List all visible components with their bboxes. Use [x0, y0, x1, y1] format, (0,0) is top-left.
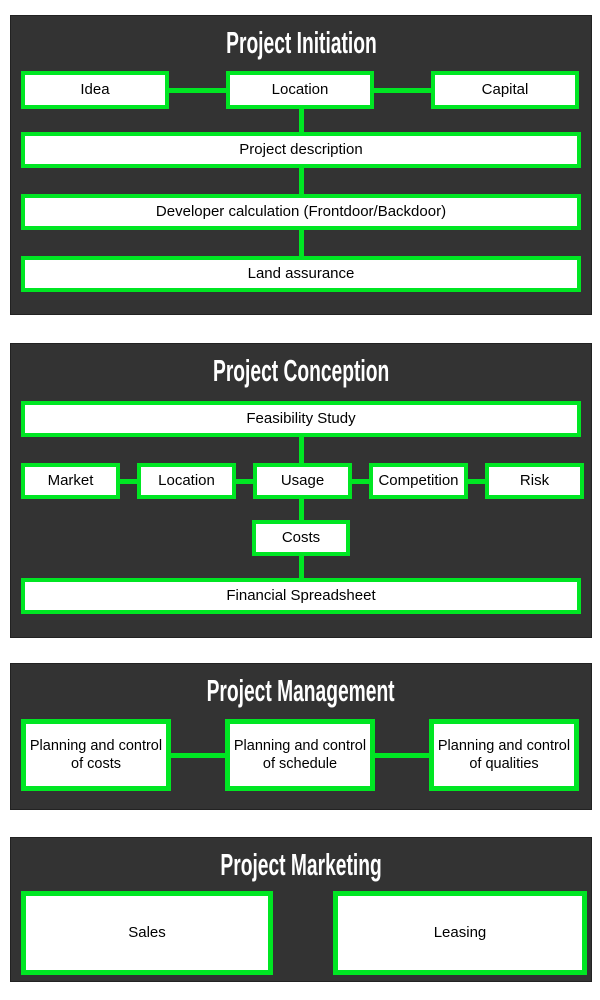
section-title-text: Project Initiation: [225, 25, 377, 60]
node-usage: Usage: [253, 463, 352, 499]
node-location-criteria: Location: [137, 463, 236, 499]
node-planning-costs: Planning and control of costs: [21, 719, 171, 791]
node-feasibility-study: Feasibility Study: [21, 401, 581, 437]
node-location: Location: [226, 71, 374, 109]
node-planning-qualities: Planning and control of qualities: [429, 719, 579, 791]
section-title-text: Project Management: [206, 673, 395, 708]
top-row: Idea Location Capital: [21, 71, 579, 109]
connector-horizontal: [374, 87, 431, 93]
connector-horizontal: [120, 478, 137, 484]
connector-horizontal: [171, 752, 225, 758]
connector-vertical: [298, 437, 304, 578]
section-project-marketing: Project Marketing Sales Leasing: [10, 837, 592, 982]
node-land-assurance: Land assurance: [21, 256, 581, 292]
node-developer-calculation: Developer calculation (Frontdoor/Backdoo…: [21, 194, 581, 230]
connector-horizontal: [236, 478, 253, 484]
node-costs: Costs: [252, 520, 350, 556]
connector-horizontal: [169, 87, 226, 93]
section-title: Project Initiation: [11, 25, 591, 60]
criteria-row: Market Location Usage Competition Risk: [21, 463, 584, 499]
node-competition: Competition: [369, 463, 468, 499]
section-project-management: Project Management Planning and control …: [10, 663, 592, 810]
node-sales: Sales: [21, 891, 273, 975]
connector-vertical: [298, 109, 304, 259]
node-project-description: Project description: [21, 132, 581, 168]
section-project-initiation: Project Initiation Idea Location Capital…: [10, 15, 592, 315]
node-risk: Risk: [485, 463, 584, 499]
section-title-text: Project Conception: [212, 353, 390, 388]
node-idea: Idea: [21, 71, 169, 109]
section-project-conception: Project Conception Feasibility Study Mar…: [10, 343, 592, 638]
node-financial-spreadsheet: Financial Spreadsheet: [21, 578, 581, 614]
section-title: Project Management: [11, 673, 591, 708]
node-capital: Capital: [431, 71, 579, 109]
connector-horizontal: [352, 478, 369, 484]
node-leasing: Leasing: [333, 891, 587, 975]
section-title: Project Marketing: [11, 847, 591, 882]
node-market: Market: [21, 463, 120, 499]
management-row: Planning and control of costs Planning a…: [21, 719, 579, 791]
marketing-row: Sales Leasing: [21, 891, 587, 975]
connector-horizontal: [468, 478, 485, 484]
node-planning-schedule: Planning and control of schedule: [225, 719, 375, 791]
connector-horizontal: [375, 752, 429, 758]
section-title-text: Project Marketing: [220, 847, 382, 882]
section-title: Project Conception: [11, 353, 591, 388]
